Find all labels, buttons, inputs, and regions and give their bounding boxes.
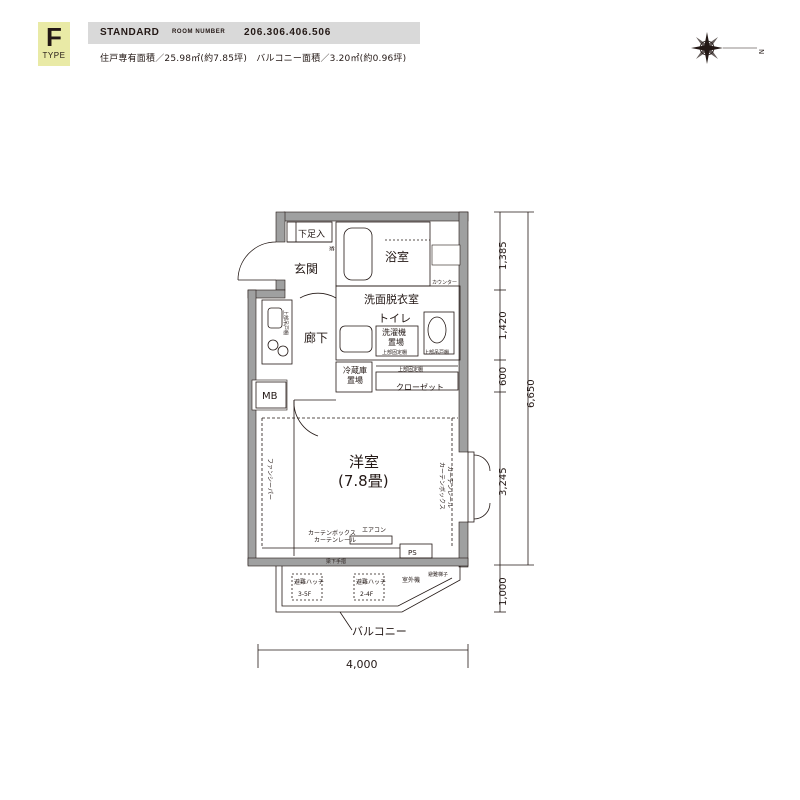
aircon-label: エアコン	[362, 527, 386, 534]
washer-label-2: 置場	[388, 337, 404, 347]
wall-left-label: ファンシーパー	[266, 458, 273, 500]
fridge-label-2: 置場	[347, 375, 363, 385]
dim-right-3: 600	[498, 367, 509, 386]
walls	[247, 211, 469, 568]
curtain-rail-label: カーテンレール	[314, 537, 356, 544]
hallway-label: 廊下	[304, 330, 328, 345]
type-badge	[38, 22, 70, 66]
dim-right-total: 6,650	[526, 379, 537, 408]
western-room-label: 洋室	[349, 453, 379, 471]
dim-right-1: 1,385	[498, 241, 509, 270]
wall-right-label-1: カーテンボックス	[438, 462, 446, 510]
toilet-label: トイレ	[378, 312, 411, 325]
wall-right-label-2: カーテンレール	[446, 466, 453, 508]
washroom-label: 洗面脱衣室	[364, 292, 419, 306]
evac-hatch-1-label: 避難ハッチ	[294, 578, 324, 586]
room-numbers: 206.306.406.506	[244, 27, 332, 38]
kitchen-cabinet-label: 上部吊戸棚	[282, 310, 289, 335]
evac-hatch-2-label: 避難ハッチ	[356, 578, 386, 586]
entrance-label: 玄関	[294, 261, 318, 276]
dim-right-2: 1,420	[498, 311, 509, 340]
evac-hatch-2-floors: 2-4F	[360, 591, 374, 598]
evac-hatch-1-floors: 3-5F	[298, 591, 312, 598]
outdoor-unit-label: 室外機	[402, 576, 420, 584]
areas-line: 住戸専有面積／25.98㎡(約7.85坪) バルコニー面積／3.20㎡(約0.9…	[100, 54, 407, 64]
ps-label: PS	[408, 549, 417, 557]
mirror-label: 鏡	[328, 246, 335, 251]
room-number-label: ROOM NUMBER	[172, 29, 226, 35]
counter-label: カウンター	[432, 279, 457, 286]
washer-label-1: 洗濯機	[382, 327, 406, 337]
western-room-size: (7.8畳)	[338, 472, 389, 490]
shoe-box-label: 下足入	[298, 229, 325, 240]
interior-lines	[237, 211, 534, 668]
evac-ladder-label: 避難梯子	[428, 571, 448, 578]
balcony-label: バルコニー	[352, 625, 407, 638]
washer-shelf-label: 上部固定棚	[382, 349, 407, 356]
dim-right-4: 3,245	[498, 467, 509, 496]
closet-label: クローゼット	[396, 382, 444, 392]
mb-label: MB	[262, 391, 278, 402]
toilet-cabinet-label: 上部吊戸棚	[424, 349, 449, 356]
dim-bottom-total: 4,000	[346, 658, 378, 671]
closet-shelf-label: 上部固定棚	[398, 366, 423, 373]
dim-right-5: 1,000	[498, 577, 509, 606]
fridge-label-1: 冷蔵庫	[343, 365, 367, 375]
bathroom-label: 浴室	[385, 249, 409, 264]
curtain-box-label: カーテンボックス	[308, 529, 356, 537]
type-letter: F	[46, 22, 62, 52]
type-word: TYPE	[42, 51, 66, 60]
compass-icon	[691, 32, 757, 64]
header-bar	[88, 22, 420, 44]
plan-name: STANDARD	[100, 27, 160, 38]
compass-north-label: N	[757, 49, 765, 54]
beam-label: 梁下手摺	[326, 558, 346, 565]
